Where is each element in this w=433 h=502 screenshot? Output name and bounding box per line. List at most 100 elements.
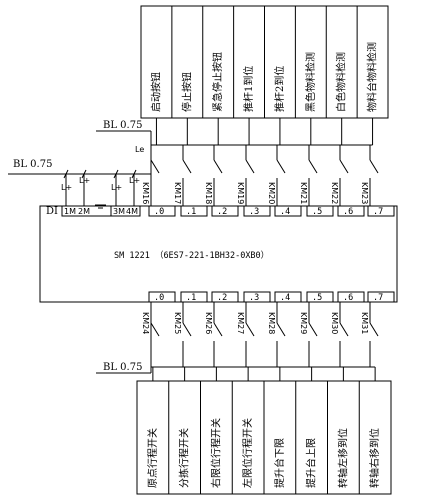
top-port-label: .0 — [154, 207, 164, 217]
bottom-km-label: KM26 — [204, 312, 213, 334]
lplus-tick — [63, 169, 69, 179]
top-port-label: .1 — [186, 207, 196, 217]
lplus-label: L+ — [111, 183, 122, 192]
bottom-label-text: 分拣行程开关 — [178, 428, 191, 488]
top-port-label: .5 — [312, 207, 322, 217]
bottom-label-text: 提升台下限 — [273, 438, 286, 488]
bottom-switch-contact — [245, 322, 255, 337]
top-switch-contact — [245, 159, 255, 174]
top-port-label: .6 — [343, 207, 353, 217]
lplus-label: L+ — [61, 183, 72, 192]
top-switch-contact — [308, 159, 318, 174]
top-terminal-box — [274, 205, 302, 217]
lplus-label: L+ — [79, 176, 90, 185]
top-label-text: 白色物料检测 — [335, 52, 348, 112]
bottom-label-text: 提升台上限 — [305, 438, 318, 488]
bottom-km-label: KM24 — [141, 312, 150, 334]
top-port-label: .3 — [249, 207, 259, 217]
bottom-label-text: 左限位行程开关 — [241, 418, 254, 488]
top-km-label: KM17 — [173, 182, 182, 204]
top-km-label: KM16 — [141, 182, 150, 204]
top-terminal-box — [367, 205, 395, 217]
bottom-terminal-box — [306, 291, 334, 303]
lplus-tick — [113, 169, 119, 179]
bottom-port-label: .5 — [312, 293, 322, 303]
bottom-terminal-box — [148, 291, 176, 303]
top-terminal-box — [243, 205, 271, 217]
top-label-text: 启动按钮 — [149, 72, 162, 112]
top-port-label: .7 — [373, 207, 383, 217]
top-km-label: KM23 — [360, 182, 369, 204]
di-terminal-box — [110, 205, 141, 217]
top-switch-contact — [339, 159, 349, 174]
lplus-label: L+ — [129, 176, 140, 185]
bottom-label-text: 原点行程开关 — [146, 428, 159, 488]
bottom-switch-contact — [308, 322, 318, 337]
top-port-label: .4 — [280, 207, 290, 217]
bottom-port-label: .1 — [186, 293, 196, 303]
di-terminal-label: 2M — [78, 207, 90, 216]
bottom-km-label: KM25 — [173, 312, 182, 334]
lplus-tick — [131, 169, 137, 179]
top-terminal-box — [180, 205, 208, 217]
top-terminal-box — [148, 205, 176, 217]
bottom-port-label: .2 — [217, 293, 227, 303]
bottom-terminal-box — [274, 291, 302, 303]
top-label-text: 物料台物料检测 — [366, 42, 379, 112]
top-switch-contact — [369, 159, 379, 174]
top-label-text: 紧急停止按钮 — [211, 52, 224, 112]
top-km-label: KM20 — [267, 182, 276, 204]
top-label-text: 推杆2到位 — [273, 66, 286, 112]
top-switch-contact — [276, 159, 286, 174]
top-label-text: 推杆1到位 — [242, 66, 255, 112]
plc-model-label: SM 1221 （6ES7-221-1BH32-0XB0） — [114, 250, 269, 261]
bottom-terminal-box — [367, 291, 395, 303]
bottom-switch-contact — [213, 322, 223, 337]
le-label: Le — [135, 145, 144, 154]
bottom-port-label: .0 — [154, 293, 164, 303]
top-switch-contact — [182, 159, 192, 174]
bottom-port-label: .4 — [280, 293, 290, 303]
top-km-label: KM18 — [204, 182, 213, 204]
bottom-km-label: KM28 — [267, 312, 276, 334]
bottom-switch-contact — [369, 322, 379, 337]
top-km-label: KM19 — [236, 182, 245, 204]
top-switch-contact — [150, 159, 160, 174]
di-terminal-label: 3M — [113, 207, 125, 216]
lplus-tick — [81, 169, 87, 179]
top-label-text: 黑色物料检测 — [304, 52, 317, 112]
bottom-km-label: KM30 — [330, 312, 339, 334]
top-switch-contact — [213, 159, 223, 174]
di-label: DI — [46, 206, 58, 217]
bottom-terminal-box — [243, 291, 271, 303]
top-km-label: KM22 — [330, 182, 339, 204]
bottom-port-label: .7 — [373, 293, 383, 303]
bottom-port-label: .3 — [249, 293, 259, 303]
di-terminal-label: 4M — [126, 207, 138, 216]
top-terminal-box — [337, 205, 365, 217]
bottom-port-label: .6 — [343, 293, 353, 303]
top-terminal-box — [211, 205, 239, 217]
top-terminal-box — [306, 205, 334, 217]
bottom-terminal-box — [180, 291, 208, 303]
bottom-km-label: KM31 — [360, 312, 369, 334]
top-label-text: 停止按钮 — [180, 72, 193, 112]
bottom-switch-contact — [182, 322, 192, 337]
top-port-label: .2 — [217, 207, 227, 217]
bottom-label-text: 转轴左移到位 — [336, 428, 349, 488]
wire-label: BL 0.75 — [13, 159, 52, 170]
wire-label: BL 0.75 — [103, 120, 142, 131]
bottom-km-label: KM29 — [299, 312, 308, 334]
bottom-switch-contact — [150, 322, 160, 337]
bottom-terminal-box — [211, 291, 239, 303]
wire-label: BL 0.75 — [103, 362, 142, 373]
bottom-switch-contact — [276, 322, 286, 337]
bottom-label-text: 转轴右移到位 — [368, 428, 381, 488]
bottom-km-label: KM27 — [236, 312, 245, 334]
bottom-terminal-box — [337, 291, 365, 303]
di-terminal-label: 1M — [64, 207, 76, 216]
bottom-label-text: 右限位行程开关 — [209, 418, 222, 488]
bottom-switch-contact — [339, 322, 349, 337]
top-km-label: KM21 — [299, 182, 308, 204]
